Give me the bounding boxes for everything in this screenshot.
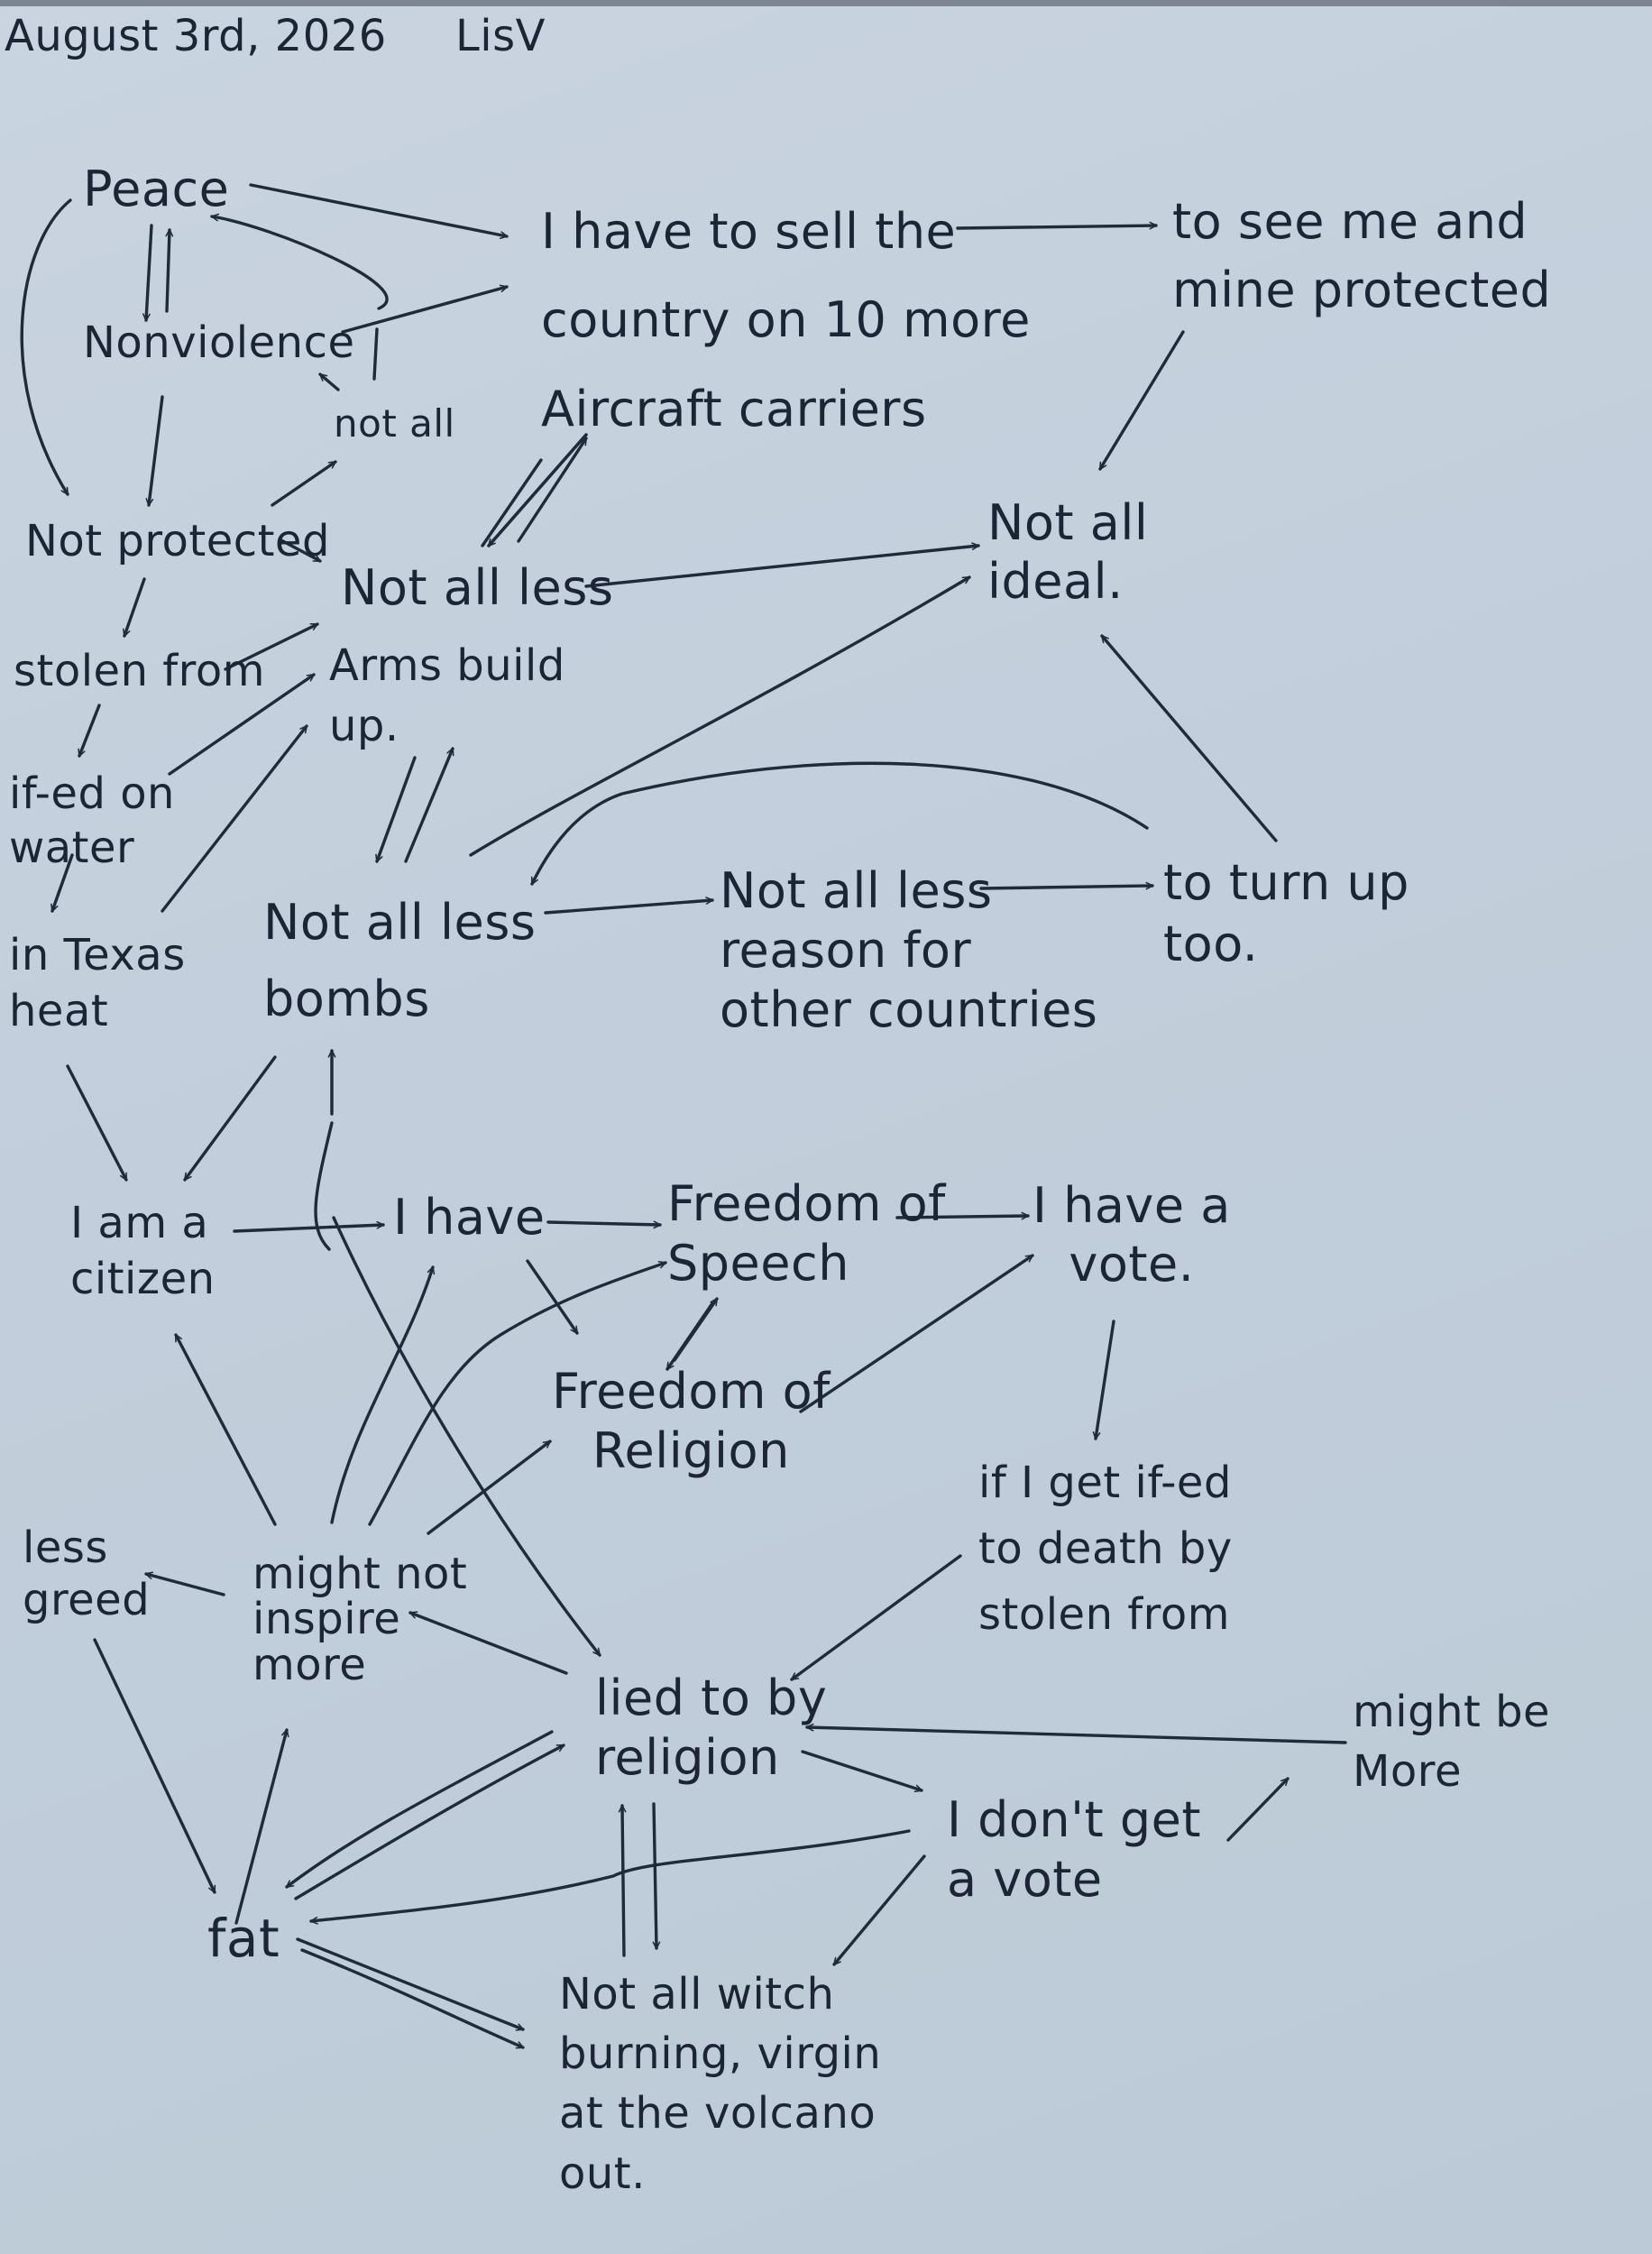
arrow-31 xyxy=(1100,634,1278,842)
arrow-2 xyxy=(142,224,153,322)
node-sell-country: I have to sell the country on 10 more Ai… xyxy=(541,203,1031,437)
node-freedom-of-speech: Freedom of Speech xyxy=(667,1175,946,1292)
arrow-16 xyxy=(487,433,588,547)
node-see-me-protected: to see me and mine protected xyxy=(1172,193,1552,318)
table-edge xyxy=(0,0,1652,6)
arrow-3 xyxy=(165,228,174,313)
node-not-all-witch-burning: Not all witch burning, virgin at the vol… xyxy=(559,1969,882,2199)
node-not-all-less-bombs: Not all less bombs xyxy=(263,894,537,1028)
arrow-27 xyxy=(469,575,971,857)
arrow-61 xyxy=(296,1937,525,2031)
arrow-19 xyxy=(584,542,980,588)
node-if-i-get-ifed: if I get if-ed to death by stolen from xyxy=(978,1458,1233,1640)
arrow-5 xyxy=(210,213,389,310)
arrow-60 xyxy=(832,1854,926,1966)
arrow-29 xyxy=(979,881,1154,890)
arrow-21 xyxy=(78,704,101,758)
arrow-13 xyxy=(278,538,322,563)
node-i-am-a-citizen: I am a citizen xyxy=(70,1198,216,1305)
arrow-22 xyxy=(168,673,316,776)
arrow-36 xyxy=(314,1121,334,1251)
node-i-have-a-vote: I have a vote. xyxy=(1032,1177,1231,1293)
node-not-protected: Not protected xyxy=(25,516,330,566)
node-peace: Peace xyxy=(83,161,230,217)
arrow-58 xyxy=(805,1723,1347,1744)
node-not-all-less-reason: Not all less reason for other countries xyxy=(720,862,1098,1038)
node-to-turn-up-too: to turn up too. xyxy=(1163,854,1409,972)
node-not-all-small: not all xyxy=(334,401,455,446)
arrow-34 xyxy=(233,1220,385,1233)
arrow-43 xyxy=(799,1254,1034,1413)
arrow-33 xyxy=(183,1055,277,1182)
arrow-42 xyxy=(673,1297,719,1362)
arrow-62 xyxy=(300,1948,525,2049)
arrow-57 xyxy=(1226,1777,1289,1842)
node-might-be-more: might be More xyxy=(1353,1687,1551,1798)
arrow-32 xyxy=(66,1064,128,1182)
arrow-64 xyxy=(652,1802,661,1950)
arrow-1 xyxy=(249,183,509,239)
arrow-25 xyxy=(375,756,417,863)
node-in-texas-heat: in Texas heat xyxy=(9,930,186,1037)
arrow-11 xyxy=(271,460,337,507)
arrow-8 xyxy=(145,395,164,507)
arrow-59 xyxy=(309,1829,911,1925)
arrow-38 xyxy=(546,1220,662,1229)
node-i-dont-get-a-vote: I don't get a vote xyxy=(947,1791,1201,1908)
arrow-52 xyxy=(234,1728,289,1925)
arrow-group xyxy=(20,183,1347,2049)
arrow-28 xyxy=(544,897,714,915)
arrow-56 xyxy=(801,1750,923,1793)
node-stolen-from-left: stolen from xyxy=(14,646,265,696)
arrow-7 xyxy=(20,198,72,496)
arrow-30 xyxy=(530,761,1149,886)
header-author: LisV xyxy=(455,11,546,61)
arrow-53 xyxy=(408,1611,568,1675)
arrow-39 xyxy=(526,1259,579,1335)
arrow-44 xyxy=(1092,1320,1115,1440)
node-might-not-inspire-more: might not inspire more xyxy=(252,1549,468,1690)
arrow-47 xyxy=(330,1265,436,1524)
node-arms-build-up: Arms build up. xyxy=(329,640,565,752)
arrow-12 xyxy=(318,373,340,391)
arrow-48 xyxy=(368,1261,667,1526)
arrow-26 xyxy=(404,747,454,863)
arrow-4 xyxy=(341,284,509,334)
node-freedom-of-religion: Freedom of Religion xyxy=(552,1363,831,1479)
node-less-greed: less greed xyxy=(23,1523,151,1625)
node-fat: fat xyxy=(207,1908,280,1969)
header-date: August 3rd, 2026 xyxy=(5,11,387,61)
arrow-49 xyxy=(427,1440,552,1535)
node-not-all-ideal: Not all ideal. xyxy=(987,494,1149,610)
arrow-18 xyxy=(481,458,543,547)
node-lied-to-by-religion: lied to by religion xyxy=(595,1670,828,1786)
arrow-9 xyxy=(956,221,1158,230)
arrow-37 xyxy=(332,1216,601,1657)
arrow-63 xyxy=(618,1804,627,1957)
arrow-17 xyxy=(517,437,588,543)
arrow-20 xyxy=(224,622,319,671)
arrow-51 xyxy=(93,1638,216,1894)
arrow-45 xyxy=(790,1554,962,1681)
node-nonviolence: Nonviolence xyxy=(83,317,355,368)
arrow-23 xyxy=(50,853,74,913)
arrow-6 xyxy=(372,327,379,381)
node-not-all-less-top: Not all less xyxy=(341,559,614,616)
arrow-14 xyxy=(123,577,146,638)
arrow-54 xyxy=(285,1730,554,1889)
arrow-10 xyxy=(1098,330,1185,471)
node-i-have: I have xyxy=(393,1189,546,1246)
arrow-50 xyxy=(144,1571,225,1596)
arrow-55 xyxy=(294,1743,565,1900)
arrow-24 xyxy=(161,724,308,913)
arrow-40 xyxy=(895,1211,1030,1220)
node-if-ed-on-water: if-ed on water xyxy=(9,768,175,873)
arrow-46 xyxy=(174,1333,277,1526)
